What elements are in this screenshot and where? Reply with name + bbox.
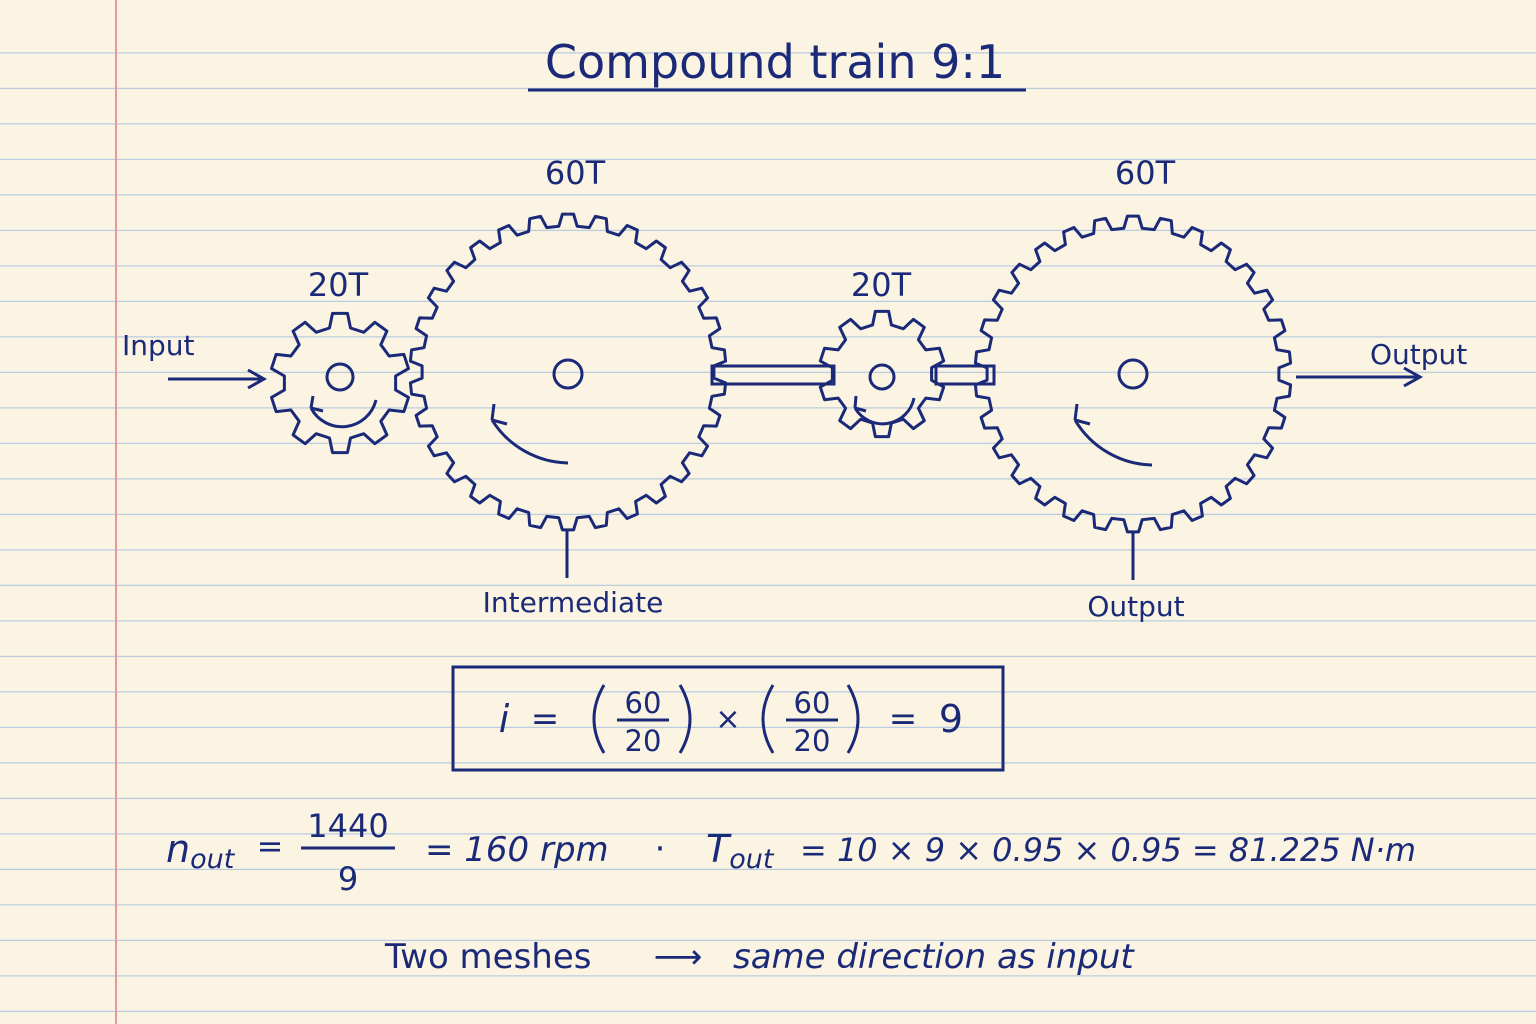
n-frac-num: 1440 [307, 807, 388, 845]
gear-input-pinion [270, 311, 410, 455]
gear-intermediate-large [408, 212, 728, 532]
title: Compound train 9:1 [545, 35, 1005, 89]
speed-torque-formula: nout = 1440 9 = 160 rpm · Tout = 10 × 9 … [166, 807, 1416, 898]
ratio-frac1-num: 60 [625, 686, 662, 720]
direction-arrow-icon: ⟶ [654, 937, 703, 977]
n-sub: out [190, 844, 236, 875]
shaft-output-stage [934, 364, 996, 386]
paren-right-2 [846, 684, 860, 754]
gear-teeth-outline [973, 214, 1293, 534]
gear-output-large [973, 214, 1293, 534]
gear-bore-icon [325, 362, 355, 392]
rotation-arrow-icon [1073, 419, 1153, 467]
n-symbol: n [166, 827, 190, 871]
t-out-symbol: Tout [706, 827, 775, 875]
separator-dot: · [655, 829, 666, 869]
gear3-teeth-label: 20T [851, 266, 912, 304]
paren-left-2 [761, 684, 775, 754]
n-frac-den: 9 [338, 860, 358, 898]
gear-teeth-outline [270, 311, 410, 455]
ratio-frac2-num: 60 [794, 686, 831, 720]
ratio-frac2-den: 20 [794, 724, 831, 758]
rotation-arrow-icon [853, 397, 916, 426]
ratio-frac1-den: 20 [625, 724, 662, 758]
n-result: = 160 rpm [425, 830, 609, 870]
direction-right: same direction as input [733, 937, 1135, 977]
t-symbol: T [706, 827, 732, 871]
output-arrow-label: Output [1370, 338, 1467, 371]
t-sub: out [729, 844, 775, 875]
paren-left-1 [592, 684, 606, 754]
ratio-equals: = [531, 699, 560, 739]
gear2-teeth-label: 60T [545, 154, 606, 192]
shaft-intermediate [710, 364, 836, 386]
paren-right-1 [678, 684, 692, 754]
gear-bore-icon [868, 363, 896, 391]
ratio-symbol: i [499, 697, 510, 741]
direction-note: Two meshes ⟶ same direction as input [384, 937, 1135, 977]
gear-teeth-outline [408, 212, 728, 532]
rotation-arrow-icon [309, 399, 378, 429]
input-label: Input [122, 329, 195, 362]
output-shaft-label: Output [1087, 590, 1184, 623]
ratio-formula-box: i = 60 20 × 60 20 = 9 [451, 665, 1005, 772]
gear-intermediate-pinion [818, 309, 946, 439]
direction-left: Two meshes [384, 937, 592, 977]
intermediate-label: Intermediate [483, 586, 664, 619]
margin-line [115, 0, 117, 1024]
n-equals: = [257, 827, 284, 865]
ratio-times: × [715, 702, 740, 737]
ratio-result: 9 [939, 697, 963, 741]
gear-bore-icon [1117, 358, 1149, 390]
n-out-symbol: nout [166, 827, 236, 875]
gear1-teeth-label: 20T [308, 266, 369, 304]
rotation-arrow-icon [490, 419, 569, 465]
gear-teeth-outline [818, 309, 946, 439]
gear4-teeth-label: 60T [1115, 154, 1176, 192]
t-expression: = 10 × 9 × 0.95 × 0.95 = 81.225 N·m [800, 831, 1416, 869]
ratio-equals-2: = [889, 699, 918, 739]
gear-bore-icon [552, 358, 584, 390]
